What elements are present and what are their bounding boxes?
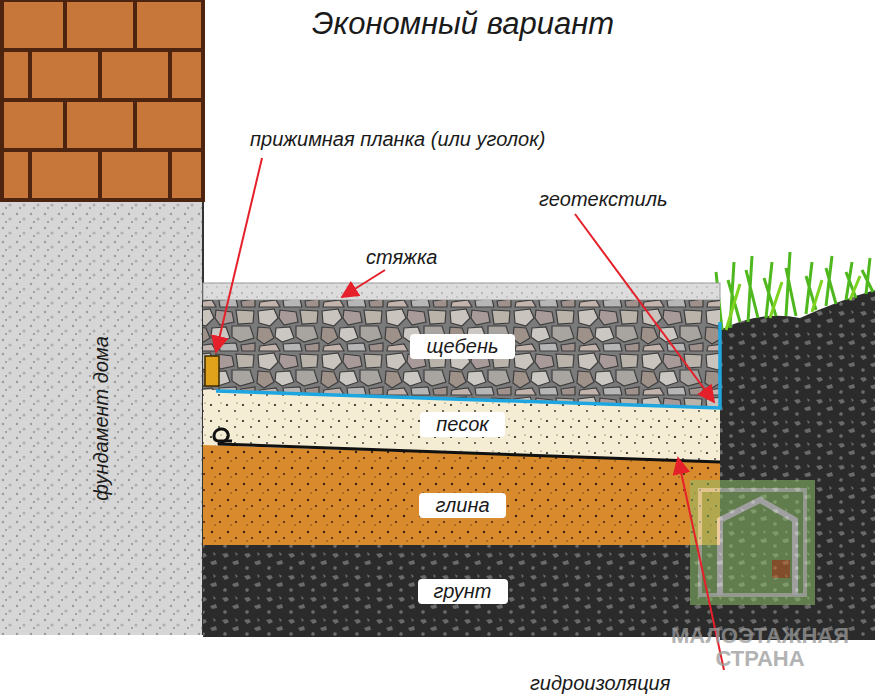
pressure-bar [205, 356, 219, 386]
gravel-layer [203, 300, 720, 408]
geotextile-line [216, 322, 720, 408]
soil-band: грунт [205, 548, 720, 634]
clay-band: глина [205, 466, 720, 544]
title: Экономный вариант [312, 6, 614, 42]
screed-layer [203, 283, 720, 300]
callout-label: гидроизоляция [530, 672, 670, 695]
foundation-band: фундамент дома [0, 202, 203, 635]
watermark-logo [690, 480, 815, 605]
brick-wall [0, 0, 205, 202]
gravel-band: щебень [205, 302, 720, 390]
foundation [0, 202, 203, 635]
callout-label: прижимная планка (или уголок) [250, 128, 545, 151]
layer-name: глина [419, 493, 505, 518]
sand-band: песок [205, 400, 720, 448]
layer-name: грунт [418, 579, 508, 604]
soil-layer [203, 545, 720, 637]
layer-name: фундамент дома [90, 336, 113, 501]
layer-name: щебень [410, 334, 514, 359]
callout-label: стяжка [366, 246, 437, 269]
grass [716, 252, 873, 330]
leader-lines [216, 158, 724, 670]
watermark: МАЛОЭТАЖНАЯ СТРАНА [660, 624, 860, 670]
callout-label: геотекстиль [539, 188, 667, 211]
layer-name: песок [420, 412, 504, 437]
